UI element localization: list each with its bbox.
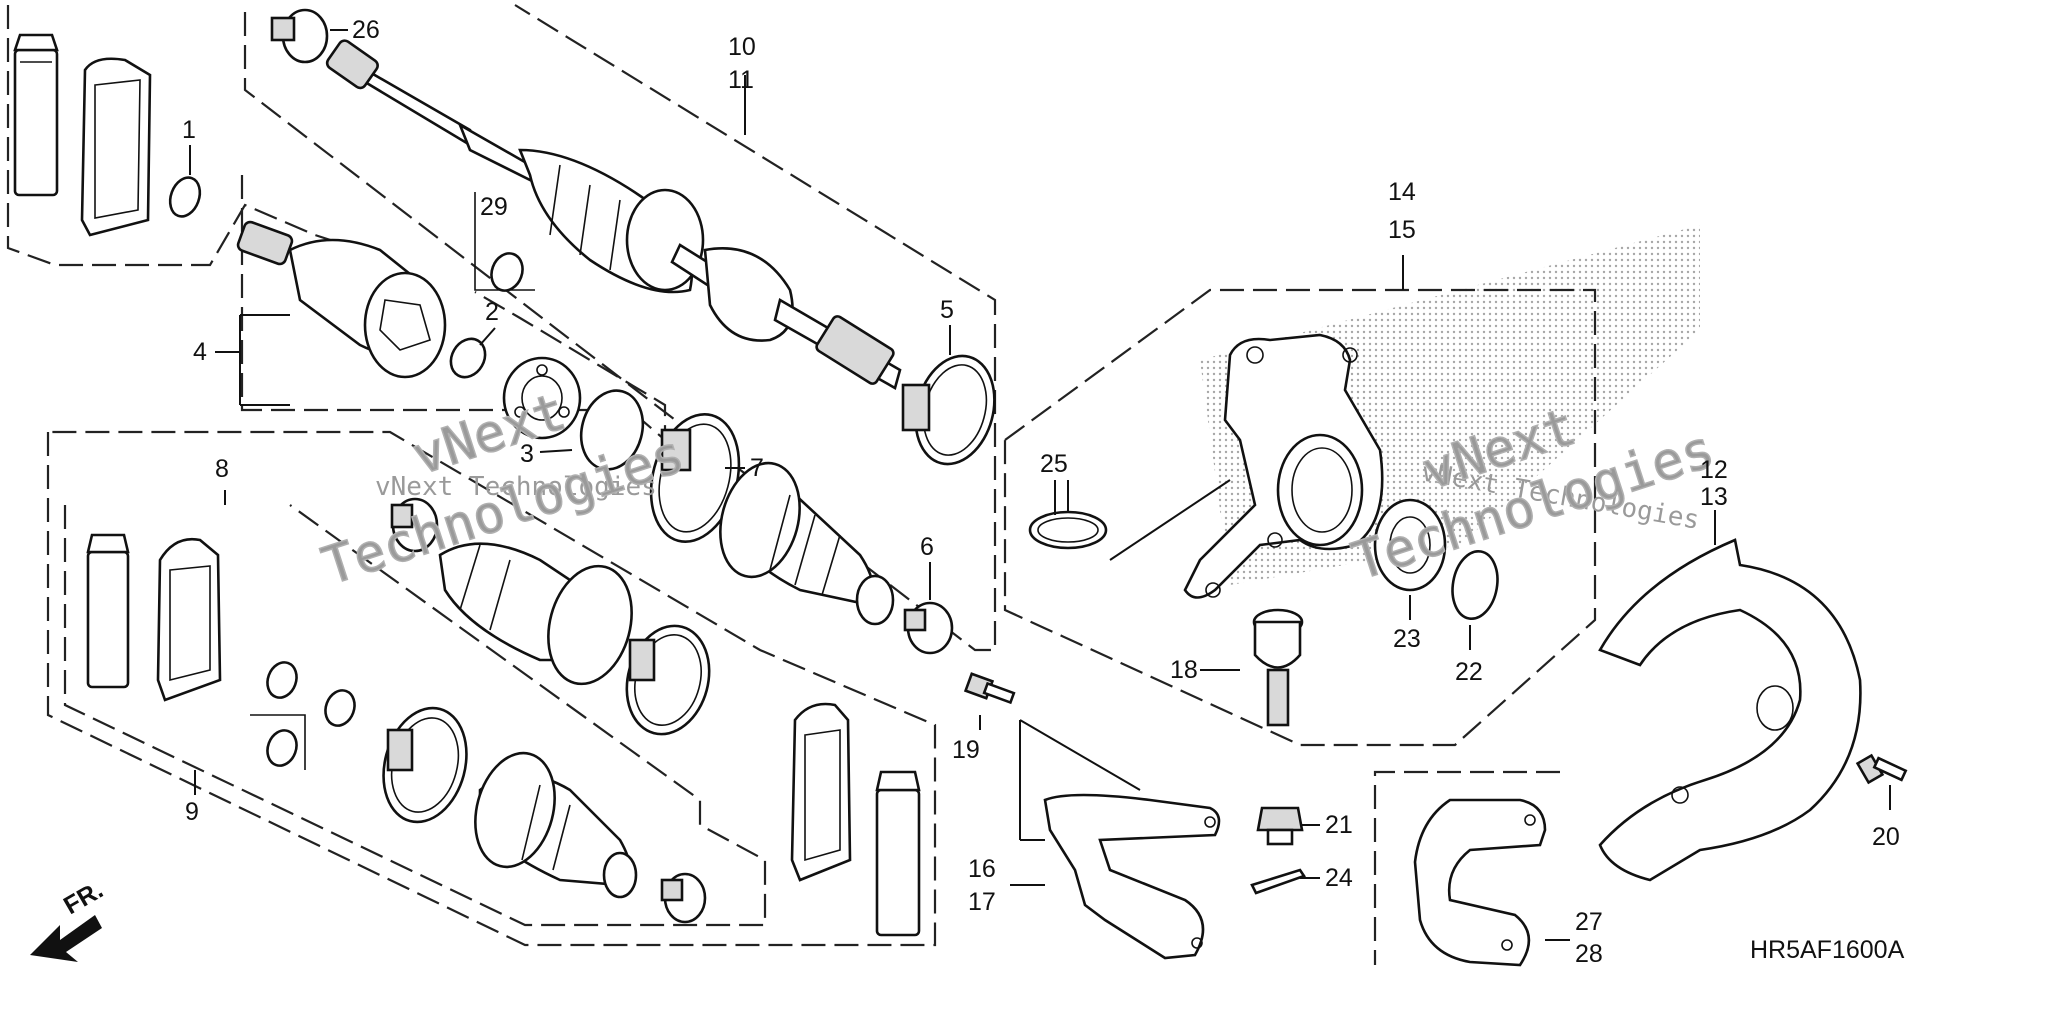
- boot-kit-outline-9: [46, 430, 937, 947]
- circlip-8b: [324, 689, 356, 727]
- grease-tube-9: [875, 770, 921, 937]
- knuckle-outline: [1003, 288, 1597, 747]
- callout-7: 7: [750, 454, 764, 482]
- boot-band-6: [903, 601, 954, 655]
- callout-2: 2: [485, 298, 499, 326]
- shield-27: [1413, 798, 1547, 967]
- callout-16: 16: [968, 855, 996, 883]
- boot-band-lower-3: [382, 706, 468, 824]
- callout-28: 28: [1575, 940, 1603, 968]
- grease-pack-9: [790, 702, 852, 882]
- cotter-pin-24: [1250, 868, 1307, 895]
- callout-27: 27: [1575, 908, 1603, 936]
- callout-24: 24: [1325, 864, 1353, 892]
- boot-band-7: [649, 412, 741, 544]
- boot-upper: [719, 461, 895, 626]
- callout-21: 21: [1325, 811, 1353, 839]
- callout-1: 1: [182, 116, 196, 144]
- diagram-code: HR5AF1600A: [1750, 936, 1905, 964]
- circlip-29-outline: [474, 192, 535, 291]
- circlip-22: [1451, 549, 1499, 621]
- callout-22: 22: [1455, 658, 1483, 686]
- shaft-assembly-outline: [243, 4, 997, 652]
- callout-9: 9: [185, 798, 199, 826]
- callout-25: 25: [1040, 450, 1068, 478]
- grease-tube-8: [86, 533, 130, 689]
- knuckle: [1183, 333, 1384, 599]
- kit-outline-top-left: [6, 5, 356, 267]
- grease-pack-8: [156, 537, 222, 702]
- boot-kit-outline-8: [63, 504, 767, 927]
- callout-20: 20: [1872, 823, 1900, 851]
- bracket-16: [1043, 793, 1221, 960]
- callout-14: 14: [1388, 178, 1416, 206]
- callout-3: 3: [520, 440, 534, 468]
- bearing-cage: [502, 356, 582, 440]
- inner-joint-4: [236, 220, 447, 379]
- boot-band-lower-4: [660, 872, 707, 924]
- snap-ring-25: [1028, 510, 1108, 550]
- boot-band-lower-2: [625, 624, 711, 736]
- callout-6: 6: [920, 533, 934, 561]
- callout-13: 13: [1700, 483, 1728, 511]
- bolt-20: [1855, 753, 1908, 785]
- circlip-1: [168, 176, 202, 218]
- callout-23: 23: [1393, 625, 1421, 653]
- boot-lower-1: [438, 542, 633, 686]
- shield-27-outline: [1373, 770, 1560, 965]
- boot-band-26: [270, 8, 329, 64]
- boot-band-5: [901, 354, 996, 466]
- circlip-9: [266, 729, 298, 767]
- callout-17: 17: [968, 888, 996, 916]
- callout-26: 26: [352, 16, 380, 44]
- callout-29: 29: [480, 193, 508, 221]
- nut-21: [1256, 806, 1304, 846]
- bearing-23: [1373, 498, 1447, 592]
- callout-18: 18: [1170, 656, 1198, 684]
- circlip-2: [449, 337, 487, 379]
- grease-pack-top: [80, 57, 152, 237]
- circlip-9-outline: [250, 714, 306, 770]
- callout-8: 8: [215, 455, 229, 483]
- callout-4: 4: [193, 338, 207, 366]
- boot-band-lower-1: [390, 497, 439, 553]
- watermark-text: vNext Technologies: [375, 472, 657, 502]
- callout-19: 19: [952, 736, 980, 764]
- front-direction-label: FR.: [59, 876, 108, 920]
- leader-lines: [189, 29, 1891, 941]
- callouts: 1 2 3 4 5 6 7 8 9 10 11 12 13 14 15 16 1…: [182, 16, 1900, 968]
- circlip-29: [490, 252, 524, 292]
- callout-12: 12: [1700, 456, 1728, 484]
- boot-lower-2: [474, 751, 638, 899]
- grease-tube-top: [13, 33, 59, 197]
- circlip-8a: [266, 661, 298, 699]
- front-direction-arrow: [30, 915, 102, 962]
- callout-11: 11: [728, 66, 754, 94]
- callout-5: 5: [940, 296, 954, 324]
- callout-10: 10: [728, 33, 756, 61]
- disc-shield-12: [1598, 538, 1862, 882]
- callout-15: 15: [1388, 216, 1416, 244]
- bolt-19: [963, 672, 1016, 705]
- ball-joint-18: [1252, 608, 1304, 727]
- driveshaft: [325, 39, 902, 390]
- retaining-ring-3: [579, 389, 645, 471]
